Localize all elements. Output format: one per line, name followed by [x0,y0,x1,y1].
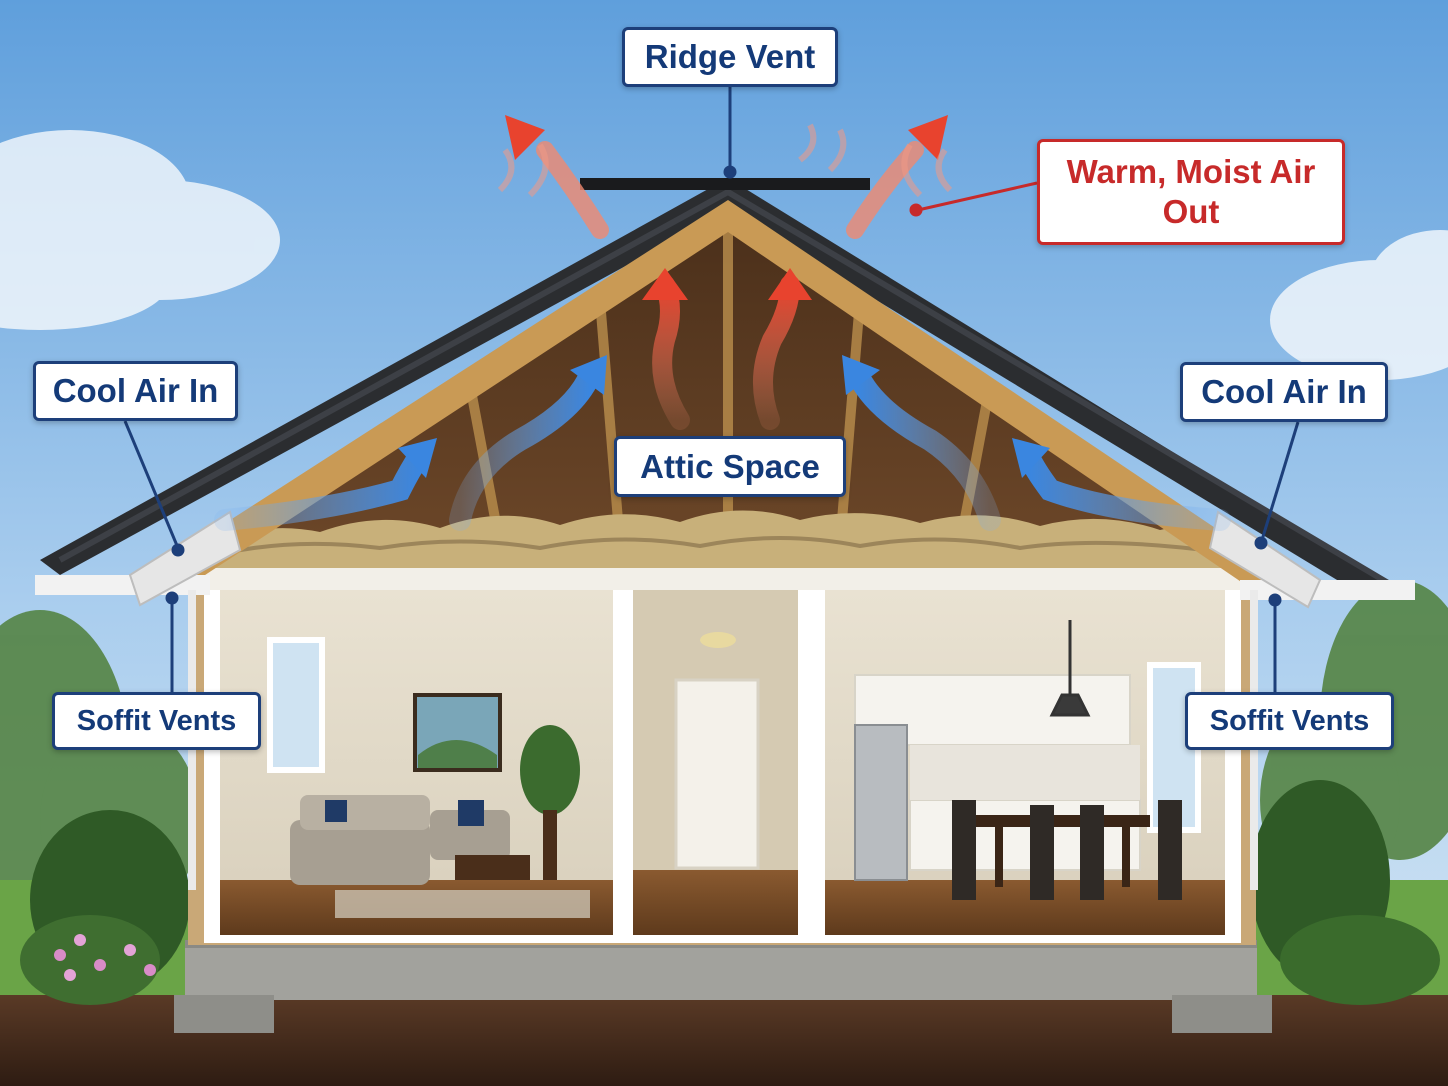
arrow-up-right-icon [570,355,607,395]
ridge-vent-cap [580,178,870,190]
cool-air-arrow-right-2 [847,364,1001,531]
ceiling-plate [188,564,1256,590]
sofa [290,820,430,885]
arrow-up-right-icon [842,355,880,395]
cool-air-arrow-left-2 [449,364,601,531]
ceiling-light [700,632,736,648]
lower-cabinets [909,799,1141,871]
arrow-up-icon [642,268,688,300]
arrow-up-left-icon [505,115,545,160]
coffee-table [455,855,530,880]
backsplash [910,745,1140,800]
cool-air-arrowheads [398,355,1050,478]
living-window [267,637,325,773]
soffit-vents-right-label: Soffit Vents [1185,692,1394,750]
cool-air-arrow-right-1 [1017,444,1231,531]
hallway-floor [633,870,798,935]
warm-air-flow [536,141,924,430]
heat-shimmer [497,123,953,198]
warm-air-arrowheads [505,115,948,300]
insulation [215,510,1235,568]
soffit-vents-left-label: Soffit Vents [52,692,261,750]
arrow-up-right-icon [908,115,948,160]
plant [520,725,580,815]
warm-air-out-label: Warm, Moist Air Out [1037,139,1345,245]
rug [335,890,590,918]
foundation [185,940,1257,1000]
rafter-fascia-left [140,200,728,598]
arrow-up-icon [768,268,812,300]
hallway-door [674,678,760,870]
chair [952,800,976,900]
pendant-lamp [1049,620,1091,717]
attic-space-label: Attic Space [614,436,846,497]
dining-table [975,815,1150,827]
soffit-vent-grille-right [1208,510,1322,609]
arrow-up-right-icon [398,438,437,478]
cool-air-flow [214,364,1231,531]
clouds [0,130,1448,380]
bushes [20,780,1440,1005]
footing-left [174,995,274,1033]
fridge [854,724,908,881]
footing-right [1172,995,1272,1033]
cool-air-arrow-left-1 [214,444,431,531]
soffit-vent-grille-left [128,510,242,607]
cool-air-in-left-label: Cool Air In [33,361,238,421]
arrow-up-right-icon [1012,438,1050,478]
leader-line-warm [909,181,1038,217]
ridge-vent-label: Ridge Vent [622,27,838,87]
cool-air-in-right-label: Cool Air In [1180,362,1388,422]
leader-lines [123,87,1300,692]
